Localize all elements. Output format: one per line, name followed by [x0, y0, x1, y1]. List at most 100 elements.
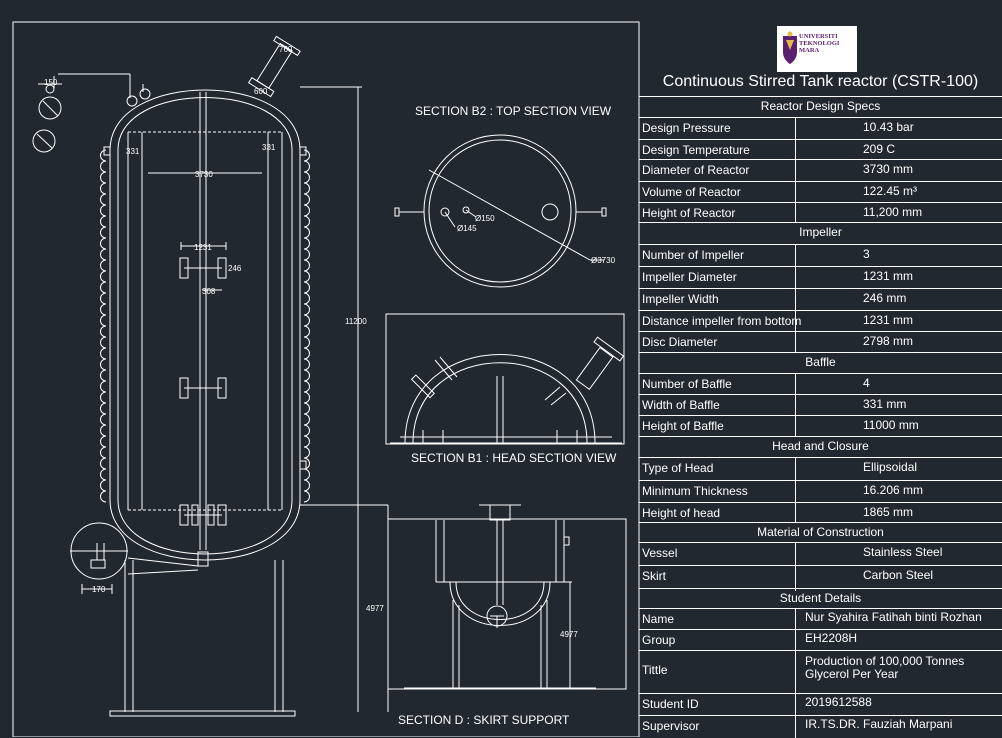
spec-divider: [795, 182, 796, 203]
jacket-coil-segment: [100, 171, 107, 184]
spec-key: Student ID: [642, 697, 699, 711]
jacket-coil-segment: [100, 457, 107, 470]
spec-divider: [795, 716, 796, 738]
jacket-coil-segment: [100, 281, 107, 294]
spec-divider: [795, 694, 796, 716]
section-header: Baffle: [805, 355, 836, 369]
spec-key: Supervisor: [642, 719, 700, 733]
dim-skirt-detail: 4977: [560, 630, 578, 639]
spec-value: 2019612588: [805, 695, 872, 709]
jacket-coil-segment: [100, 303, 107, 316]
jacket-coil-segment: [100, 292, 107, 305]
jacket-coil-segment: [303, 369, 310, 382]
jacket-coil-segment: [303, 281, 310, 294]
section-header-row: Baffle: [639, 352, 1002, 374]
spec-key: Type of Head: [642, 461, 714, 475]
jacket-coil-segment: [303, 204, 310, 217]
jacket-coil-segment: [303, 490, 310, 503]
reactor-title: Continuous Stirred Tank reactor (CSTR-10…: [662, 73, 979, 90]
drawing-frame: [12, 21, 640, 737]
spec-divider: [795, 481, 796, 503]
spec-value: 16.206 mm: [863, 483, 924, 497]
jacket-coil-segment: [100, 259, 107, 272]
section-header-row: Student Details: [639, 588, 1002, 609]
spec-key: Height of Baffle: [642, 419, 724, 433]
top-section-title: SECTION B2 : TOP SECTION VIEW: [415, 104, 612, 118]
spec-value: Carbon Steel: [863, 568, 934, 582]
jacket-coil-segment: [303, 215, 310, 228]
section-header-row: Material of Construction: [639, 522, 1002, 543]
spec-value: Production of 100,000 Tonnes Glycerol Pe…: [805, 654, 965, 681]
jacket-coil-segment: [303, 270, 310, 283]
jacket-coil-segment: [100, 391, 107, 404]
dim-top-d1: Ø150: [475, 214, 495, 223]
section-header-row: Head and Closure: [639, 436, 1002, 458]
spec-value: 2798 mm: [863, 334, 914, 348]
jacket-coil-segment: [303, 424, 310, 437]
reactor-vessel: [103, 35, 307, 567]
jacket-coil-segment: [303, 380, 310, 393]
spec-value: 3730 mm: [863, 162, 914, 176]
spec-divider: [795, 332, 796, 353]
spec-divider: [795, 609, 796, 630]
jacket-coil-segment: [100, 204, 107, 217]
spec-value: 331 mm: [863, 397, 907, 411]
spec-divider: [795, 395, 796, 416]
section-header: Impeller: [799, 225, 842, 239]
jacket-coil-segment: [303, 171, 310, 184]
jacket-coil-segment: [100, 237, 107, 250]
section-header: Head and Closure: [772, 439, 869, 453]
jacket-coil-segment: [100, 358, 107, 371]
spec-divider: [795, 118, 796, 140]
spec-row: Disc Diameter 2798 mm: [639, 331, 1002, 353]
spec-value: EH2208H: [805, 631, 858, 645]
spec-key: Design Pressure: [642, 121, 731, 135]
spec-key: Disc Diameter: [642, 335, 718, 349]
dim-baffle-right: 331: [262, 143, 276, 152]
skirt-section-title: SECTION D : SKIRT SUPPORT: [398, 713, 570, 727]
spec-key: Height of head: [642, 506, 721, 520]
skirt-section-view: [387, 504, 627, 690]
dim-top-d3: Ø3730: [591, 256, 616, 265]
dim-nozzle-left: 150: [44, 78, 58, 87]
spec-key: Tittle: [642, 663, 668, 677]
dim-detail: 170: [92, 585, 106, 594]
spec-row: Supervisor IR.TS.DR. Fauziah Marpani: [639, 715, 1002, 738]
spec-divider: [795, 289, 796, 311]
dim-skirt: 4977: [366, 604, 384, 613]
spec-row: Minimum Thickness 16.206 mm: [639, 480, 1002, 503]
jacket-coil-segment: [100, 468, 107, 481]
spec-key: Minimum Thickness: [642, 484, 748, 498]
jacket-coil-segment: [100, 369, 107, 382]
jacket-coil-segment: [100, 424, 107, 437]
jacket-coil-segment: [100, 347, 107, 360]
top-section-view: [394, 134, 607, 288]
section-header: Student Details: [779, 591, 862, 605]
spec-divider: [795, 543, 796, 566]
jacket-coil-segment: [100, 435, 107, 448]
jacket-coil-segment: [303, 435, 310, 448]
spec-value: 10.43 bar: [863, 120, 914, 134]
spec-value: IR.TS.DR. Fauziah Marpani: [805, 717, 953, 731]
spec-divider: [795, 267, 796, 289]
spec-divider: [795, 458, 796, 481]
spec-key: Skirt: [642, 569, 666, 583]
jacket-coil-segment: [303, 303, 310, 316]
jacket-coil-segment: [303, 314, 310, 327]
jacket-coil-segment: [100, 182, 107, 195]
spec-divider: [795, 140, 796, 160]
jacket-coil-segment: [303, 193, 310, 206]
jacket-coil-segment: [303, 292, 310, 305]
spec-key: Design Temperature: [642, 143, 750, 157]
